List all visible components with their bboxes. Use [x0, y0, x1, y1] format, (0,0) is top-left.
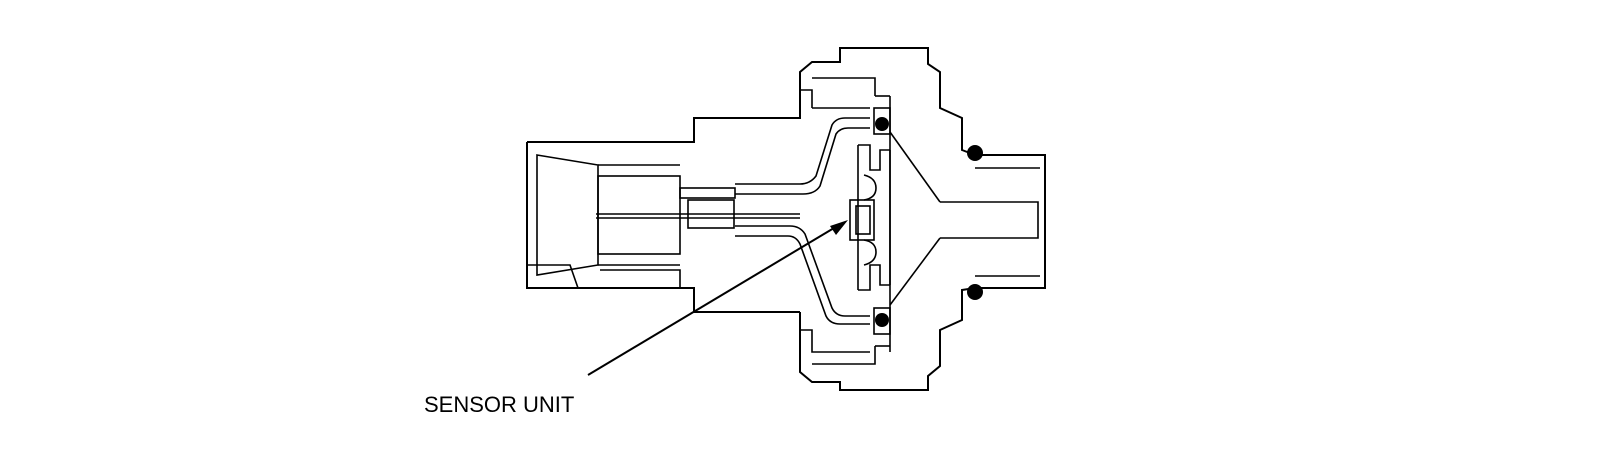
- o-ring-lower-seal: [875, 313, 889, 327]
- lead-frame: [735, 117, 870, 325]
- o-ring-lower-port: [967, 284, 983, 300]
- sensor-body-shell: [799, 47, 976, 391]
- connector-housing: [526, 90, 801, 313]
- o-ring-upper-port: [967, 145, 983, 161]
- callout-sensor-unit: SENSOR UNIT: [424, 220, 848, 417]
- sensor-element: [849, 144, 891, 291]
- leader-line: [587, 227, 835, 376]
- callout-label: SENSOR UNIT: [424, 392, 574, 417]
- o-rings: [873, 107, 983, 335]
- arrowhead: [830, 220, 848, 235]
- o-ring-upper-seal: [875, 117, 889, 131]
- pressure-port: [889, 131, 1046, 306]
